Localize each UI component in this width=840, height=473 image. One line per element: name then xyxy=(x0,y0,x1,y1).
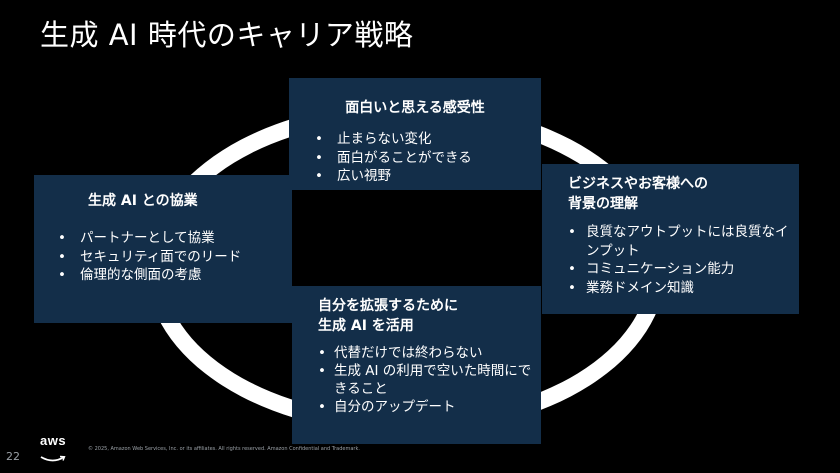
list-item: セキュリティ面でのリード xyxy=(52,248,292,267)
list-item: 止まらない変化 xyxy=(309,130,541,149)
box-heading-line: 生成 AI を活用 xyxy=(318,318,414,334)
box-heading-line: 自分を拡張するために xyxy=(318,298,458,314)
box-self-extension: 自分を拡張するために 生成 AI を活用 代替だけでは終わらない 生成 AI の… xyxy=(292,286,541,444)
list-item: 広い視野 xyxy=(309,167,541,186)
smile-arrow-icon xyxy=(40,455,66,462)
list-item: 面白がることができる xyxy=(309,149,541,168)
box-heading-line: ビジネスやお客様への xyxy=(568,176,708,192)
aws-logo: aws xyxy=(40,433,74,462)
copyright-text: © 2025, Amazon Web Services, Inc. or its… xyxy=(88,446,360,452)
box-heading: 面白いと思える感受性 xyxy=(345,100,485,116)
box-business-understanding: ビジネスやお客様への 背景の理解 良質なアウトプットには良質なインプット コミュ… xyxy=(542,164,799,314)
list-item: 業務ドメイン知識 xyxy=(562,279,799,298)
box-heading: 自分を拡張するために 生成 AI を活用 xyxy=(312,296,541,336)
bullet-list: 代替だけでは終わらない 生成 AI の利用で空いた時間にできること 自分のアップ… xyxy=(312,344,541,416)
list-item: パートナーとして協業 xyxy=(52,229,292,248)
aws-logo-text: aws xyxy=(40,433,67,448)
bullet-list: 止まらない変化 面白がることができる 広い視野 xyxy=(309,130,541,186)
box-collaboration: 生成 AI との協業 パートナーとして協業 セキュリティ面でのリード 倫理的な側… xyxy=(34,175,292,323)
slide-title: 生成 AI 時代のキャリア戦略 xyxy=(40,18,414,52)
box-heading: ビジネスやお客様への 背景の理解 xyxy=(562,174,799,214)
box-sensitivity: 面白いと思える感受性 止まらない変化 面白がることができる 広い視野 xyxy=(289,78,541,190)
list-item: 倫理的な側面の考慮 xyxy=(52,266,292,285)
box-heading: 生成 AI との協業 xyxy=(88,193,198,209)
list-item: 良質なアウトプットには良質なインプット xyxy=(562,223,799,260)
box-heading-line: 背景の理解 xyxy=(568,196,638,212)
list-item: 生成 AI の利用で空いた時間にできること xyxy=(312,362,541,398)
list-item: コミュニケーション能力 xyxy=(562,260,799,279)
list-item: 代替だけでは終わらない xyxy=(312,344,541,362)
bullet-list: 良質なアウトプットには良質なインプット コミュニケーション能力 業務ドメイン知識 xyxy=(562,223,799,297)
page-number: 22 xyxy=(6,450,20,463)
bullet-list: パートナーとして協業 セキュリティ面でのリード 倫理的な側面の考慮 xyxy=(52,229,292,285)
list-item: 自分のアップデート xyxy=(312,398,541,416)
